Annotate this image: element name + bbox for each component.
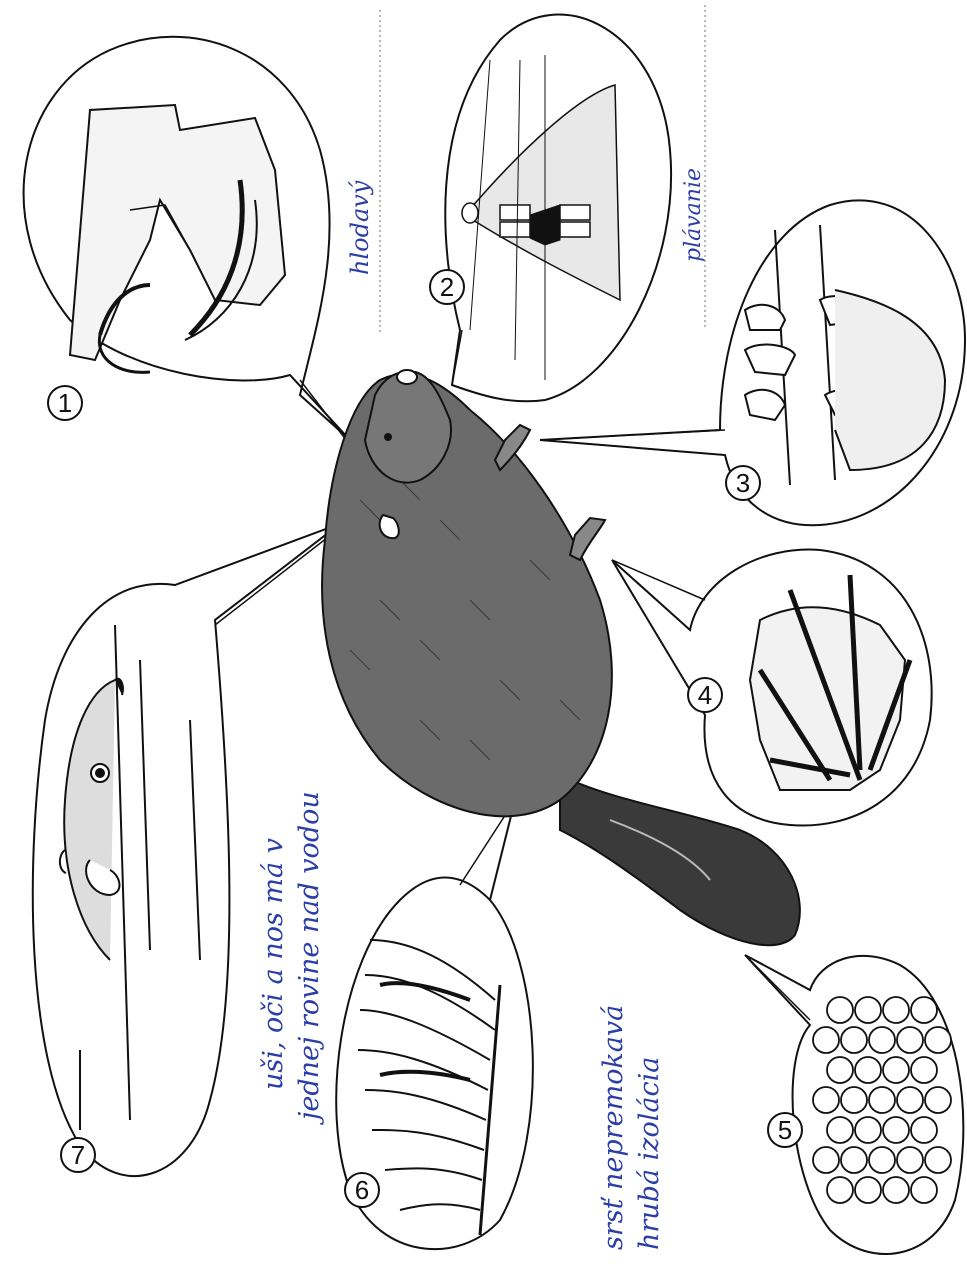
callout-2-teeth: 2 <box>430 15 671 402</box>
callout-7-number: 7 <box>71 1140 85 1170</box>
beaver-nose <box>397 370 417 384</box>
callout-6-number: 6 <box>355 1175 369 1205</box>
callout-4-webbed-foot: 4 <box>612 550 932 826</box>
callout-4-number: 4 <box>698 680 712 710</box>
beaver-hind-foot <box>570 518 605 560</box>
beaver-eye <box>384 433 392 441</box>
callout-5-tail-scales: 5 <box>745 955 963 1254</box>
answer-bottom-line2: hrubá izolácia <box>634 1057 665 1250</box>
callout-6-fur: 6 <box>336 800 533 1249</box>
callout-5-number: 5 <box>778 1115 792 1145</box>
callout-3-number: 3 <box>736 468 750 498</box>
callout-1-number: 1 <box>58 388 72 418</box>
answer-bottom-line1: srsť nepremokavá <box>598 1005 629 1250</box>
callout-2-number: 2 <box>440 272 454 302</box>
answer-top-2: plávanie <box>681 168 706 262</box>
answer-top-1: hlodavý <box>346 180 374 275</box>
callout-1-skull: 1 <box>24 37 350 440</box>
answer-left-line2: jednej rovine nad vodou <box>294 791 325 1125</box>
answer-left-line1: uši, oči a nos má v <box>258 838 289 1090</box>
